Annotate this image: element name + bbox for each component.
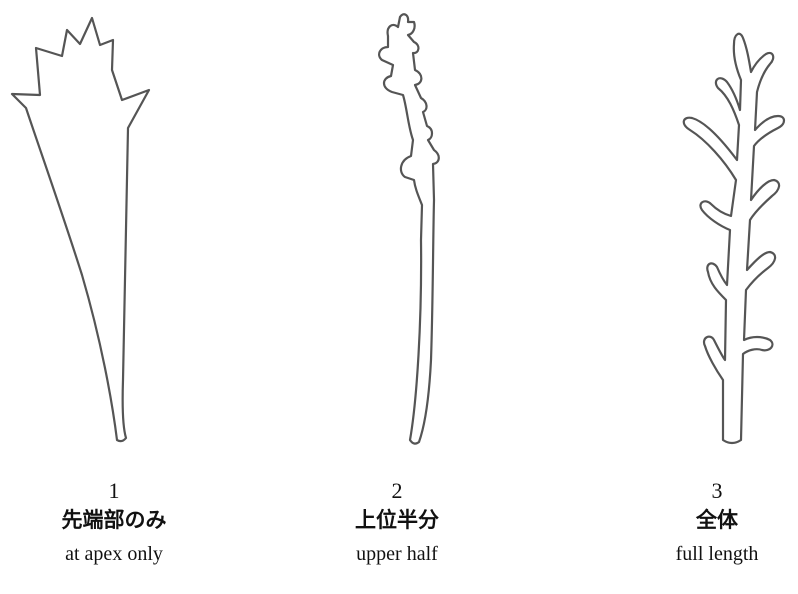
leaf-lobed-full-length-icon xyxy=(682,32,786,445)
caption-panel-1: 1 先端部のみ at apex only xyxy=(14,478,214,566)
caption-panel-3: 3 全体 full length xyxy=(617,478,798,566)
label-en-2: upper half xyxy=(356,543,438,565)
panel-number-1: 1 xyxy=(108,478,120,503)
panel-number-2: 2 xyxy=(391,478,403,503)
label-ja-1: 先端部のみ xyxy=(61,508,167,532)
caption-panel-2: 2 上位半分 upper half xyxy=(297,478,497,566)
panel-number-3: 3 xyxy=(711,478,723,503)
leaf-lobed-upper-half-icon xyxy=(378,13,440,445)
leaf-drawings xyxy=(10,13,786,445)
leaf-lobed-at-apex-icon xyxy=(10,16,151,443)
label-en-1: at apex only xyxy=(65,543,163,565)
label-ja-3: 全体 xyxy=(696,508,738,532)
label-ja-2: 上位半分 xyxy=(355,508,439,532)
label-en-3: full length xyxy=(675,543,759,565)
